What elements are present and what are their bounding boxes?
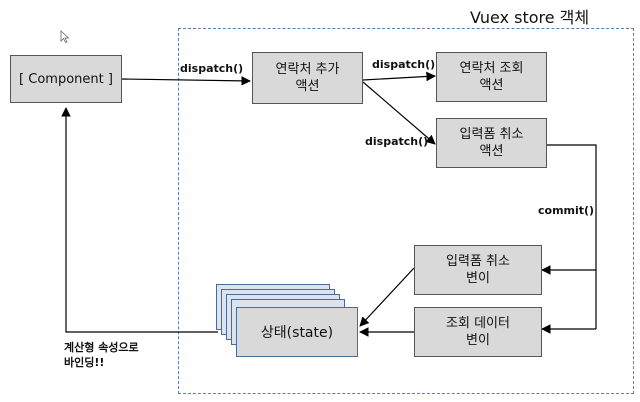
binding-note: 계산형 속성으로 바인딩!! [64, 341, 139, 369]
vuex-store-region [178, 28, 634, 394]
search-contact-action-box: 연락처 조회 액션 [436, 52, 547, 102]
dispatch-label-3: dispatch() [365, 135, 429, 148]
commit-label: commit() [538, 204, 595, 217]
cancel-form-mutation-box: 입력폼 취소 변이 [414, 245, 542, 295]
dispatch-label-2: dispatch() [372, 58, 436, 71]
state-box: 상태(state) [236, 307, 358, 357]
mouse-cursor-icon [60, 30, 70, 44]
dispatch-label-1: dispatch() [180, 62, 244, 75]
arrow-state-to-component [61, 107, 218, 333]
arrow-add-to-search [362, 71, 436, 82]
arrow-component-to-add [121, 76, 251, 86]
add-contact-action-box: 연락처 추가 액션 [252, 52, 363, 104]
arrow-add-to-cancel [362, 81, 436, 145]
store-title: Vuex store 객체 [470, 8, 590, 27]
search-data-mutation-box: 조회 데이터 변이 [414, 307, 542, 357]
arrow-cancel-mutation-to-state [359, 267, 415, 327]
cancel-form-action-box: 입력폼 취소 액션 [436, 118, 547, 168]
arrow-commit-line [547, 144, 597, 329]
component-box: [ Component ] [10, 55, 122, 103]
